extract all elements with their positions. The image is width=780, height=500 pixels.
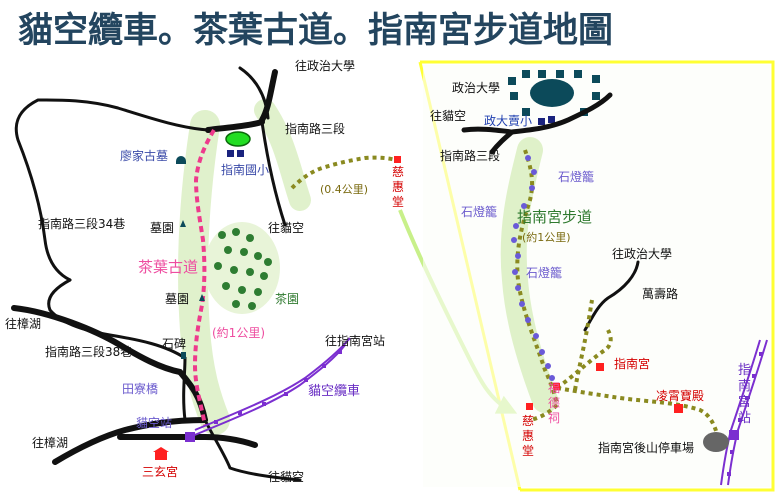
label-tea-garden: 茶園 bbox=[275, 291, 299, 306]
label-lantern1: 石燈籠 bbox=[558, 169, 594, 184]
label-zhinan-rd3-right: 指南路三段 bbox=[440, 148, 500, 163]
label-lane34: 指南路三段34巷 bbox=[38, 216, 125, 231]
label-station-3: 宮 bbox=[738, 394, 751, 410]
label-zhinan-rd3: 指南路三段 bbox=[285, 121, 345, 136]
label-to-maokong: 往貓空 bbox=[268, 220, 304, 235]
label-zhanghu2: 往樟湖 bbox=[32, 435, 68, 450]
zhinan-trail bbox=[515, 149, 720, 439]
gondola-line bbox=[189, 337, 351, 438]
label-station-4: 站 bbox=[738, 411, 751, 426]
label-to-maokong-right: 往貓空 bbox=[430, 108, 466, 123]
stele-icon bbox=[181, 352, 186, 359]
label-lantern3: 石燈籠 bbox=[526, 265, 562, 280]
label-nccu: 政治大學 bbox=[452, 81, 500, 95]
label-zhanghu: 往樟湖 bbox=[5, 316, 41, 331]
label-fude-1: 福 bbox=[548, 380, 560, 395]
lingxiao-marker bbox=[674, 404, 683, 413]
label-tea-trail: 茶葉古道 bbox=[138, 258, 198, 276]
label-nccu-store: 政大賣小 bbox=[484, 113, 532, 128]
label-to-maokong2: 往貓空 bbox=[268, 469, 304, 484]
school-building bbox=[227, 150, 234, 157]
zhinan-school-marker bbox=[225, 131, 251, 147]
label-station-2: 南 bbox=[738, 378, 751, 394]
label-cihui-left-3: 堂 bbox=[392, 195, 404, 209]
nccu-store-icon bbox=[538, 118, 545, 125]
nccu-building bbox=[522, 70, 530, 78]
label-distance-04: (0.4公里) bbox=[320, 183, 368, 196]
label-tomb-garden2: 墓園 bbox=[165, 292, 189, 306]
tomb-icon bbox=[199, 294, 205, 301]
right-roads bbox=[461, 92, 640, 332]
nccu-building bbox=[538, 70, 546, 78]
tomb-icon bbox=[176, 156, 186, 164]
greenery-band bbox=[178, 110, 230, 435]
nccu-store-icon bbox=[548, 116, 555, 123]
tea-shrubs bbox=[214, 228, 272, 310]
label-to-nccu-right: 往政治大學 bbox=[612, 246, 672, 261]
stone-lanterns bbox=[511, 155, 555, 381]
label-fude-3: 祠 bbox=[548, 411, 560, 425]
gondola-line-right bbox=[720, 339, 768, 486]
label-liao-tomb: 廖家古墓 bbox=[120, 148, 168, 163]
roads bbox=[11, 66, 302, 482]
fude-marker bbox=[553, 383, 560, 390]
label-tianliao-bridge: 田寮橋 bbox=[122, 381, 158, 396]
label-parking: 指南宮後山停車場 bbox=[598, 440, 694, 455]
tomb-icon bbox=[180, 220, 186, 227]
label-lingxiao: 凌霄寶殿 bbox=[656, 388, 704, 403]
right-greenery bbox=[500, 137, 558, 413]
label-shibei: 石碑 bbox=[162, 336, 186, 351]
cihui-marker-left bbox=[394, 156, 401, 163]
nccu-building bbox=[522, 108, 530, 116]
label-to-nccu: 往政治大學 bbox=[295, 58, 355, 73]
label-cihui-right-2: 惠 bbox=[522, 429, 534, 443]
label-lantern2: 石燈籠 bbox=[461, 204, 497, 219]
station-icon bbox=[185, 432, 195, 442]
label-zhinan-temple: 指南宮 bbox=[614, 356, 650, 371]
nccu-building bbox=[510, 92, 518, 100]
nccu-building bbox=[592, 92, 600, 100]
label-cihui-left-1: 慈 bbox=[392, 164, 404, 179]
label-to-zhinan-station: 往指南宮站 bbox=[325, 333, 385, 348]
cihui-marker-right bbox=[526, 403, 533, 410]
label-cihui-right-3: 堂 bbox=[522, 444, 534, 458]
label-zhinan-trail: 指南宮步道 bbox=[517, 208, 592, 226]
temple-icon bbox=[153, 447, 169, 460]
label-fude-2: 德 bbox=[548, 395, 560, 410]
nccu-building bbox=[508, 77, 516, 85]
label-lane38: 指南路三段38巷 bbox=[45, 344, 132, 359]
zhinan-station-icon bbox=[729, 430, 739, 440]
label-distance-right: (約1公里) bbox=[522, 230, 571, 244]
olive-trail-left bbox=[290, 155, 397, 190]
greenery-band-branch bbox=[254, 99, 311, 211]
school-building bbox=[237, 150, 244, 157]
right-map: 政治大學 往貓空 政大賣小 指南路三段 石燈籠 石燈籠 指南宮步道 (約1公里)… bbox=[420, 60, 775, 492]
parking-lot bbox=[703, 432, 729, 452]
label-tomb-garden: 墓園 bbox=[150, 221, 174, 235]
nccu-building bbox=[574, 70, 582, 78]
map-title: 貓空纜車。茶葉古道。指南宮步道地圖 bbox=[18, 11, 613, 51]
label-cihui-right-1: 慈 bbox=[522, 413, 534, 428]
nccu-field bbox=[530, 79, 574, 107]
label-zhinan-school: 指南國小 bbox=[221, 162, 269, 177]
nccu-building bbox=[592, 75, 600, 83]
label-cihui-left-2: 惠 bbox=[392, 180, 404, 194]
label-gondola: 貓空纜車 bbox=[308, 383, 360, 399]
label-station-1: 指 bbox=[738, 363, 751, 378]
label-wanshou: 萬壽路 bbox=[642, 286, 678, 301]
tea-trail-path bbox=[192, 128, 216, 426]
label-sanxuan: 三玄宮 bbox=[142, 464, 178, 479]
left-map: 往政治大學 指南路三段 廖家古墓 指南國小 指南路三段34巷 墓園 茶葉古道 墓… bbox=[5, 58, 404, 484]
label-distance-1-left: (約1公里) bbox=[212, 325, 265, 340]
label-maokong-station: 貓空站 bbox=[136, 416, 172, 430]
zhinan-temple-marker bbox=[596, 363, 604, 371]
nccu-building bbox=[556, 70, 564, 78]
